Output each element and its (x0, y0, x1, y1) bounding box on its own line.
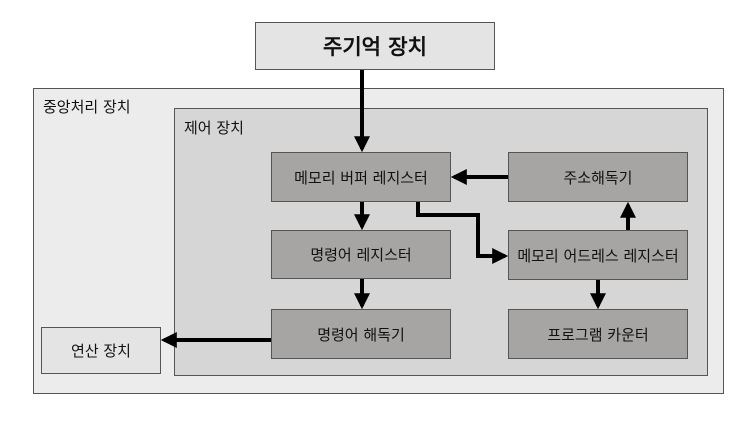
instruction-decoder-label: 명령어 해독기 (317, 325, 405, 344)
instruction-decoder-box: 명령어 해독기 (271, 309, 451, 359)
instruction-register-box: 명령어 레지스터 (271, 230, 451, 279)
alu-box: 연산 장치 (41, 327, 161, 374)
address-decoder-label: 주소해독기 (563, 168, 633, 187)
main-memory-label: 주기억 장치 (323, 35, 427, 59)
memory-buffer-register-label: 메모리 버퍼 레지스터 (294, 168, 428, 187)
cpu-label: 중앙처리 장치 (43, 98, 131, 116)
address-decoder-box: 주소해독기 (508, 152, 688, 202)
program-counter-box: 프로그램 카운터 (508, 309, 688, 359)
main-memory-box: 주기억 장치 (255, 22, 495, 70)
memory-address-register-box: 메모리 어드레스 레지스터 (508, 230, 688, 280)
program-counter-label: 프로그램 카운터 (547, 325, 649, 344)
instruction-register-label: 명령어 레지스터 (310, 246, 412, 264)
memory-buffer-register-box: 메모리 버퍼 레지스터 (271, 152, 451, 202)
control-unit-label: 제어 장치 (184, 119, 244, 137)
alu-label: 연산 장치 (71, 342, 131, 360)
memory-address-register-label: 메모리 어드레스 레지스터 (517, 246, 679, 265)
